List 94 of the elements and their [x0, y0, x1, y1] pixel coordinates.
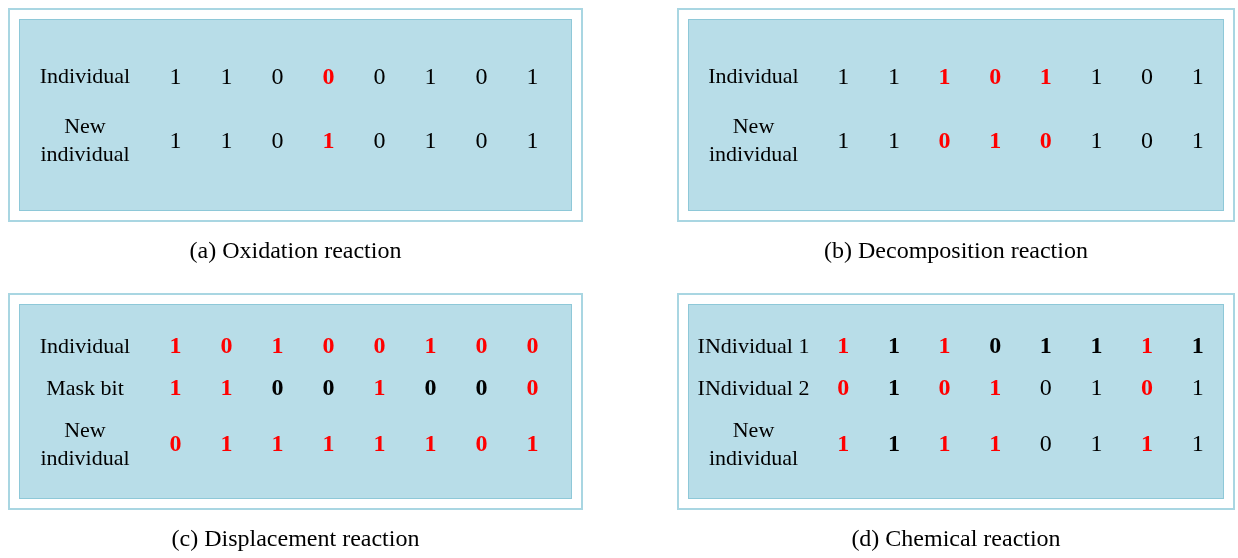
panel-caption: (b) Decomposition reaction	[823, 237, 1089, 264]
bit-value: 1	[423, 430, 438, 457]
bit-value: 1	[525, 430, 540, 457]
bit-value: 1	[321, 126, 336, 154]
bit-value: 0	[1038, 374, 1053, 401]
bit-value: 1	[168, 62, 183, 90]
bit-value: 0	[372, 62, 387, 90]
row-label: New individual	[707, 415, 800, 472]
bit-value: 1	[168, 126, 183, 154]
bit-value: 0	[988, 62, 1003, 90]
row-label: INdividual 2	[696, 373, 811, 402]
row-label: New individual	[707, 112, 800, 168]
row-label: New individual	[39, 112, 131, 168]
bit-value: 0	[1038, 430, 1053, 457]
bit-value: 1	[1089, 62, 1104, 90]
bit-value: 1	[1038, 332, 1053, 359]
bit-value: 1	[1190, 332, 1205, 359]
bit-value: 0	[219, 332, 234, 359]
bit-value: 1	[1089, 126, 1104, 154]
row-label: Individual	[707, 62, 800, 90]
bit-value: 0	[1140, 374, 1155, 401]
bit-value: 0	[321, 62, 336, 90]
panel-caption: (a) Oxidation reaction	[188, 237, 403, 264]
bit-value: 1	[1140, 332, 1155, 359]
bit-value: 1	[168, 332, 183, 359]
bit-value: 0	[168, 430, 183, 457]
bit-value: 1	[836, 430, 851, 457]
bit-value: 1	[219, 126, 234, 154]
bit-value: 0	[525, 332, 540, 359]
bit-value: 0	[525, 374, 540, 401]
bit-value: 1	[988, 374, 1003, 401]
bit-value: 1	[937, 62, 952, 90]
bit-value: 0	[1038, 126, 1053, 154]
bit-value: 1	[988, 126, 1003, 154]
bit-value: 1	[1089, 430, 1104, 457]
bit-value: 1	[1089, 332, 1104, 359]
row-label: Individual	[38, 331, 132, 360]
row-label: Individual	[38, 62, 132, 90]
row-label: New individual	[39, 415, 131, 472]
bit-value: 1	[886, 62, 901, 90]
bit-value: 1	[423, 62, 438, 90]
bit-value: 1	[836, 332, 851, 359]
bit-value: 1	[836, 62, 851, 90]
bit-value: 1	[1089, 374, 1104, 401]
bit-value: 1	[988, 430, 1003, 457]
bit-value: 1	[886, 126, 901, 154]
bit-value: 0	[372, 332, 387, 359]
bit-value: 0	[270, 62, 285, 90]
bit-value: 0	[270, 126, 285, 154]
bit-value: 0	[474, 430, 489, 457]
bit-value: 0	[474, 62, 489, 90]
bit-value: 1	[219, 62, 234, 90]
bit-value: 1	[423, 126, 438, 154]
bit-value: 1	[372, 374, 387, 401]
bit-value: 1	[525, 126, 540, 154]
panel-caption: (c) Displacement reaction	[170, 525, 421, 552]
bit-value: 1	[1190, 126, 1205, 154]
bit-value: 0	[321, 332, 336, 359]
row-label: Mask bit	[45, 373, 125, 402]
bit-value: 1	[886, 374, 901, 401]
bit-value: 1	[219, 430, 234, 457]
bit-value: 0	[988, 332, 1003, 359]
bit-value: 1	[836, 126, 851, 154]
bit-value: 1	[219, 374, 234, 401]
bit-value: 1	[1190, 374, 1205, 401]
bit-value: 0	[474, 374, 489, 401]
bit-value: 0	[1140, 126, 1155, 154]
bit-value: 0	[270, 374, 285, 401]
bit-value: 1	[525, 62, 540, 90]
bit-value: 0	[474, 332, 489, 359]
bit-value: 0	[1140, 62, 1155, 90]
bit-value: 1	[270, 332, 285, 359]
bit-value: 1	[1190, 62, 1205, 90]
bit-value: 0	[372, 126, 387, 154]
bit-value: 0	[836, 374, 851, 401]
bit-value: 0	[321, 374, 336, 401]
bit-value: 0	[423, 374, 438, 401]
bit-value: 1	[1190, 430, 1205, 457]
bit-value: 1	[886, 332, 901, 359]
bit-value: 1	[937, 430, 952, 457]
bit-value: 1	[270, 430, 285, 457]
panel-caption: (d) Chemical reaction	[850, 525, 1062, 552]
row-label: INdividual 1	[696, 331, 811, 360]
bit-value: 1	[937, 332, 952, 359]
bit-value: 1	[886, 430, 901, 457]
bit-value: 1	[372, 430, 387, 457]
bit-value: 0	[474, 126, 489, 154]
bit-value: 1	[1140, 430, 1155, 457]
bit-value: 1	[1038, 62, 1053, 90]
bit-value: 1	[321, 430, 336, 457]
bit-value: 0	[937, 126, 952, 154]
bit-value: 1	[168, 374, 183, 401]
bit-value: 1	[423, 332, 438, 359]
bit-value: 0	[937, 374, 952, 401]
